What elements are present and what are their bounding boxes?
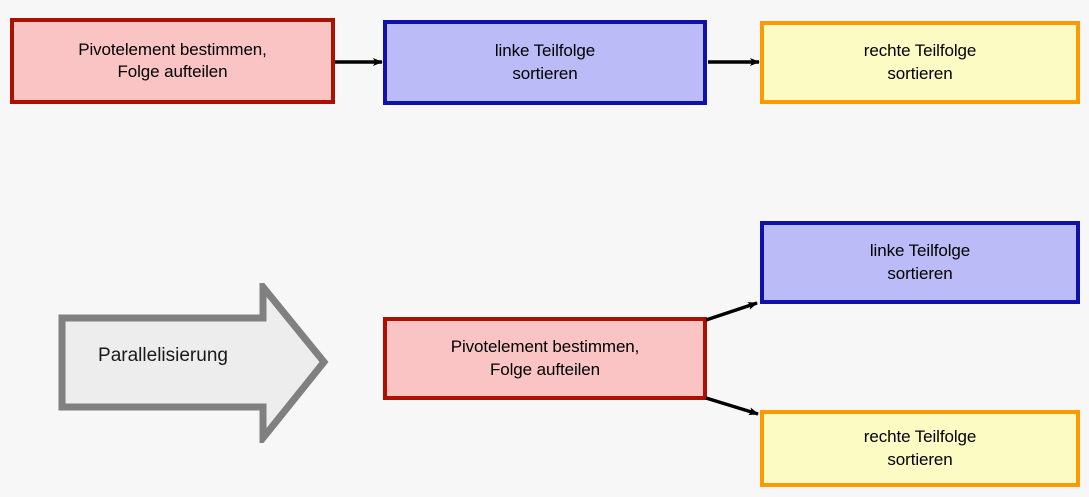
parallel-right-label: rechte Teilfolge sortieren [863, 427, 977, 469]
sequential-left-label: linke Teilfolge sortieren [494, 41, 596, 83]
sequential-pivot-node[interactable]: Pivotelement bestimmen, Folge aufteilen [10, 18, 335, 104]
sequential-left-node[interactable]: linke Teilfolge sortieren [383, 20, 707, 105]
parallelisierung-label: Parallelisierung [98, 345, 228, 366]
connector-par-pivot-to-left [705, 301, 758, 322]
parallelisierung-arrow-shape [58, 283, 329, 443]
parallel-right-node[interactable]: rechte Teilfolge sortieren [760, 410, 1080, 487]
block-arrow-polygon [58, 283, 329, 443]
parallel-left-node[interactable]: linke Teilfolge sortieren [760, 221, 1080, 304]
sequential-pivot-label: Pivotelement bestimmen, Folge aufteilen [78, 39, 267, 81]
parallel-pivot-label: Pivotelement bestimmen, Folge aufteilen [450, 337, 640, 379]
parallel-left-label: linke Teilfolge sortieren [869, 241, 971, 283]
connector-par-pivot-to-right [705, 396, 759, 416]
sequential-right-node[interactable]: rechte Teilfolge sortieren [760, 21, 1080, 104]
sequential-right-label: rechte Teilfolge sortieren [863, 41, 977, 83]
parallel-pivot-node[interactable]: Pivotelement bestimmen, Folge aufteilen [383, 317, 707, 400]
